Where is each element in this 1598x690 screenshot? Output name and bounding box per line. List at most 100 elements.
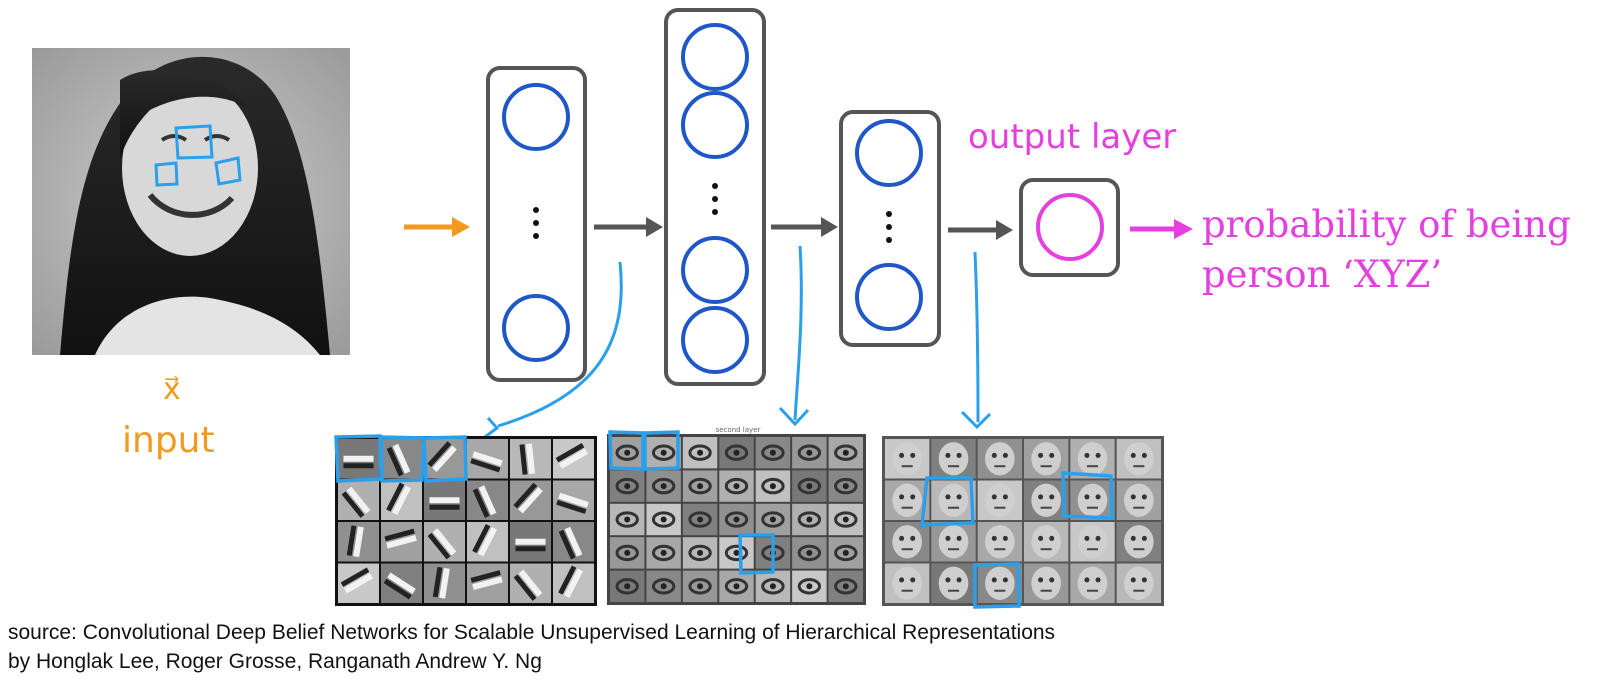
highlight-boxes — [334, 430, 1114, 609]
feature-tile — [646, 470, 681, 502]
input-face-photo — [32, 48, 350, 356]
feature-tile — [1070, 480, 1115, 520]
feature-tile — [610, 470, 645, 502]
feature-tile — [885, 439, 930, 479]
feature-tile — [553, 439, 594, 479]
feature-tile — [338, 439, 379, 479]
feature-tile — [792, 537, 827, 569]
feature-grid-parts: second layer — [607, 426, 866, 605]
feature-tile — [381, 480, 422, 520]
feature-tile — [610, 537, 645, 569]
feature-tile — [467, 563, 508, 603]
feature-tile — [424, 439, 465, 479]
feature-tile — [885, 480, 930, 520]
feature-tile — [424, 563, 465, 603]
neuron — [681, 236, 749, 304]
feature-grid-faces — [882, 436, 1164, 606]
annotation-arrows — [484, 245, 992, 439]
feature-tile — [792, 437, 827, 469]
feature-tile — [1116, 439, 1161, 479]
feature-tile — [338, 480, 379, 520]
feature-tile — [931, 522, 976, 562]
hidden-layer-3 — [839, 110, 941, 347]
feature-tile — [931, 439, 976, 479]
output-layer-label: output layer — [968, 117, 1177, 157]
feature-tile — [977, 563, 1022, 603]
input-arrow-head — [452, 217, 470, 237]
feature-map-caption: second layer — [716, 426, 761, 434]
feature-tile — [828, 437, 863, 469]
feature-tile — [424, 480, 465, 520]
feature-tile — [755, 570, 791, 602]
feature-tile — [682, 503, 718, 536]
neuron — [681, 23, 749, 91]
feature-tile — [338, 522, 379, 562]
source-citation: source: Convolutional Deep Belief Networ… — [8, 618, 1055, 676]
feature-tile — [719, 503, 754, 536]
feature-tile — [1116, 480, 1161, 520]
feature-tile — [467, 439, 508, 479]
feature-tile — [646, 570, 681, 602]
feature-tile — [381, 439, 422, 479]
feature-tile — [977, 439, 1022, 479]
feature-tile — [381, 563, 422, 603]
feature-tile — [682, 470, 718, 502]
feature-tile — [1116, 522, 1161, 562]
probability-line-1: probability of being — [1202, 203, 1571, 246]
feature-tile — [510, 480, 551, 520]
feature-tile — [1024, 563, 1069, 603]
neuron — [502, 294, 570, 362]
feature-tile — [424, 522, 465, 562]
feature-tile — [931, 563, 976, 603]
feature-tile — [977, 522, 1022, 562]
feature-tile — [828, 470, 863, 502]
neuron — [855, 119, 923, 187]
feature-tile — [792, 570, 827, 602]
output-layer — [1019, 178, 1120, 277]
feature-tile — [719, 537, 754, 569]
feature-tile — [510, 522, 551, 562]
feature-tile — [828, 503, 863, 536]
feature-tile — [510, 563, 551, 603]
input-vector-label: x⃗ — [163, 372, 181, 407]
feature-tile — [1024, 480, 1069, 520]
hidden-layer-1 — [486, 66, 587, 382]
feature-tile — [1070, 439, 1115, 479]
feature-tile — [381, 522, 422, 562]
feature-tile — [719, 570, 754, 602]
probability-line-2: person ‘XYZ’ — [1202, 253, 1443, 296]
output-neuron — [1036, 193, 1104, 261]
source-line-1: source: Convolutional Deep Belief Networ… — [8, 621, 1056, 644]
feature-tile — [719, 437, 754, 469]
feature-tile — [646, 537, 681, 569]
feature-tile — [553, 480, 594, 520]
feature-tile — [792, 503, 827, 536]
neuron — [855, 263, 923, 331]
feature-tile — [1024, 522, 1069, 562]
feature-tile — [510, 439, 551, 479]
feature-tile — [885, 563, 930, 603]
feature-tile — [646, 437, 681, 469]
feature-tile — [467, 522, 508, 562]
feature-tile — [1070, 563, 1115, 603]
neuron — [681, 306, 749, 374]
input-label: input — [122, 420, 215, 461]
feature-tile — [1024, 439, 1069, 479]
feature-tile — [885, 522, 930, 562]
neuron — [502, 83, 570, 151]
source-line-2: by Honglak Lee, Roger Grosse, Ranganath … — [8, 650, 542, 673]
feature-tile — [931, 480, 976, 520]
feature-tile — [792, 470, 827, 502]
feature-tile — [610, 570, 645, 602]
feature-tile — [828, 570, 863, 602]
feature-tile — [610, 437, 645, 469]
neuron — [681, 91, 749, 159]
hidden-layer-2 — [664, 8, 766, 386]
output-arrow-head — [1174, 219, 1193, 239]
feature-tile — [553, 563, 594, 603]
probability-label: probability of being person ‘XYZ’ — [1202, 200, 1571, 300]
feature-tile — [338, 563, 379, 603]
feature-tile — [467, 480, 508, 520]
feature-tile — [828, 537, 863, 569]
